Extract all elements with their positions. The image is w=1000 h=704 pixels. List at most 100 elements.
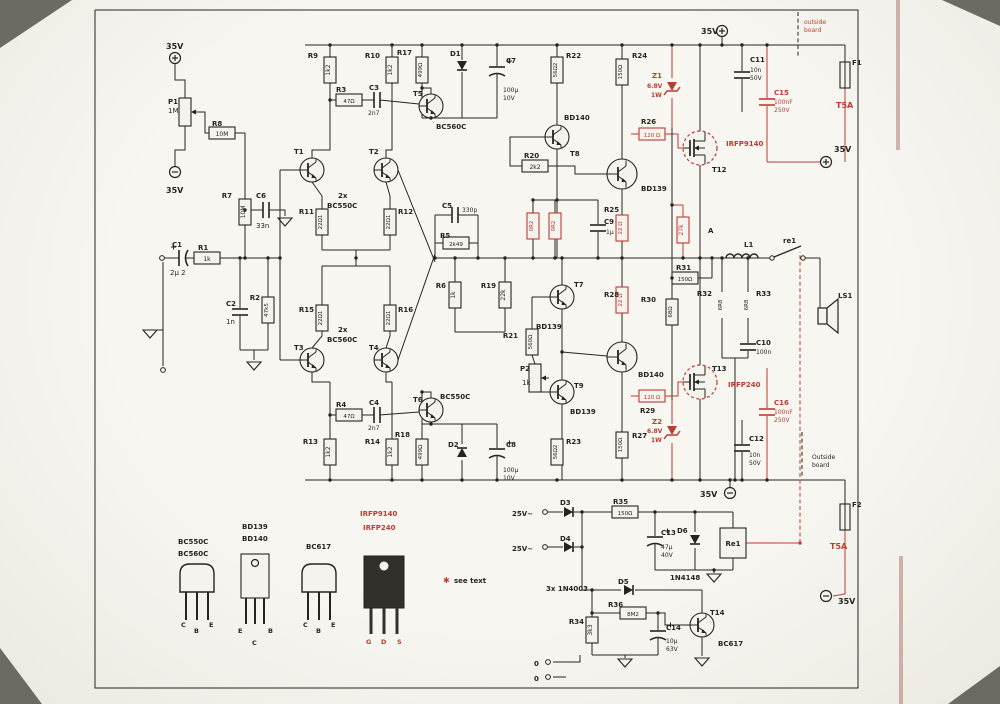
label-d1-ref: D1 xyxy=(450,50,461,58)
label-c11-v2: 50V xyxy=(750,75,763,82)
junction-dot xyxy=(266,256,270,260)
junction-dot xyxy=(740,478,744,482)
label-t6-ref: T6 xyxy=(413,396,423,404)
label-r5-ref: R5 xyxy=(440,232,450,240)
junction-dot xyxy=(354,256,358,260)
junction-dot xyxy=(433,256,437,260)
label-rx1-val: 0R2 xyxy=(529,221,535,232)
junction-dot xyxy=(238,256,242,260)
junction-dot xyxy=(620,43,624,47)
label-pkg3-pe: E xyxy=(331,621,335,629)
label-r27-ref: R27 xyxy=(632,432,647,440)
label-c15-ref: C15 xyxy=(774,89,789,97)
label-see-star: ✱ xyxy=(443,576,450,585)
RX1 xyxy=(526,212,540,240)
label-d6-type: 1N4148 xyxy=(670,574,700,582)
label-r31-val: 150Ω xyxy=(678,277,693,283)
label-d2-ref: D2 xyxy=(448,441,459,449)
R28 xyxy=(615,286,629,314)
label-t5-type: BC560C xyxy=(436,123,466,131)
label-r23-ref: R23 xyxy=(566,438,581,446)
junction-dot xyxy=(328,98,332,102)
label-d5-ref: D5 xyxy=(618,578,629,586)
label-r31-ref: R31 xyxy=(676,264,691,272)
label-c15-v2: 250V xyxy=(774,107,790,114)
junction-dot xyxy=(476,256,480,260)
label-r25-ref: R25 xyxy=(604,206,619,214)
wire xyxy=(381,351,391,359)
wire xyxy=(385,83,393,158)
label-c12-v1: 10n xyxy=(749,452,761,459)
wire xyxy=(385,181,391,209)
R8 xyxy=(208,126,236,140)
label-r36-val: 8M2 xyxy=(627,612,639,618)
label-t12-type: IRFP9140 xyxy=(726,140,764,148)
junction-dot xyxy=(495,43,499,47)
junction-dot xyxy=(555,478,559,482)
wire xyxy=(773,245,802,258)
R12 xyxy=(383,208,397,236)
label-r26-val: 120 Ω xyxy=(644,133,660,139)
junction-dot xyxy=(420,390,424,394)
label-see-text: see text xyxy=(454,577,487,585)
label-r9-ref: R9 xyxy=(308,52,318,60)
R30 xyxy=(665,298,679,326)
label-pkg4-l1: IRFP9140 xyxy=(360,510,398,518)
wire xyxy=(192,111,209,134)
D5 xyxy=(624,585,633,595)
label-r35-val: 150Ω xyxy=(618,511,633,517)
wire xyxy=(832,530,846,597)
emitter-arrow xyxy=(621,178,627,182)
junction-dot xyxy=(681,256,685,260)
label-c4-val: 2n7 xyxy=(368,425,380,432)
label-r28-val: 22 Ω xyxy=(618,294,624,307)
label-pkg4-l2: IRFP240 xyxy=(363,524,396,532)
wire xyxy=(617,348,627,356)
junction-dot xyxy=(712,568,716,572)
junction-dot xyxy=(243,256,247,260)
wire xyxy=(509,136,545,167)
label-c8-ref: C8 xyxy=(506,441,516,449)
label-pair2-type: BC560C xyxy=(327,336,357,344)
junction-dot xyxy=(555,198,559,202)
junction-dot xyxy=(460,478,464,482)
re1-contact xyxy=(800,255,806,261)
junction-dot xyxy=(328,43,332,47)
label-c13-v1: 47µ xyxy=(661,544,673,551)
R18 xyxy=(415,438,429,466)
label-r21-val: 560Ω xyxy=(528,335,534,350)
R20 xyxy=(521,159,549,173)
label-c5-val: 330p xyxy=(462,207,477,214)
label-v25-1: 25V~ xyxy=(512,510,533,518)
wire xyxy=(397,253,436,361)
R35 xyxy=(611,505,639,519)
label-c14-ref: C14 xyxy=(666,624,681,632)
label-zero-2: 0 xyxy=(534,675,539,683)
label-z2-v1: 6.8V xyxy=(647,428,663,435)
L1 xyxy=(725,253,759,259)
label-r16-ref: R16 xyxy=(398,306,413,314)
label-r29-ref: R29 xyxy=(640,407,655,415)
mounting-hole xyxy=(250,558,260,568)
junction-dot xyxy=(720,43,724,47)
label-r20-val: 2k2 xyxy=(529,164,540,171)
wire xyxy=(311,372,330,383)
junction-dot xyxy=(656,611,660,615)
label-c13-v2: 40V xyxy=(661,552,674,559)
label-r15-val: 22Ω1 xyxy=(318,311,324,326)
label-r36-ref: R36 xyxy=(608,601,623,609)
emitter-arrow xyxy=(561,396,567,400)
label-r30-val: 68Ω xyxy=(668,306,674,317)
label-p1-ref: P1 xyxy=(168,98,178,106)
D6 xyxy=(690,535,700,544)
mounting-hole xyxy=(379,561,389,571)
label-re1-ref: re1 xyxy=(783,237,796,245)
junction-dot xyxy=(710,256,714,260)
R9 xyxy=(323,56,337,84)
junction-dot xyxy=(670,203,674,207)
label-ls1-ref: LS1 xyxy=(838,292,853,300)
R22 xyxy=(550,56,564,84)
junction-dot xyxy=(728,478,732,482)
